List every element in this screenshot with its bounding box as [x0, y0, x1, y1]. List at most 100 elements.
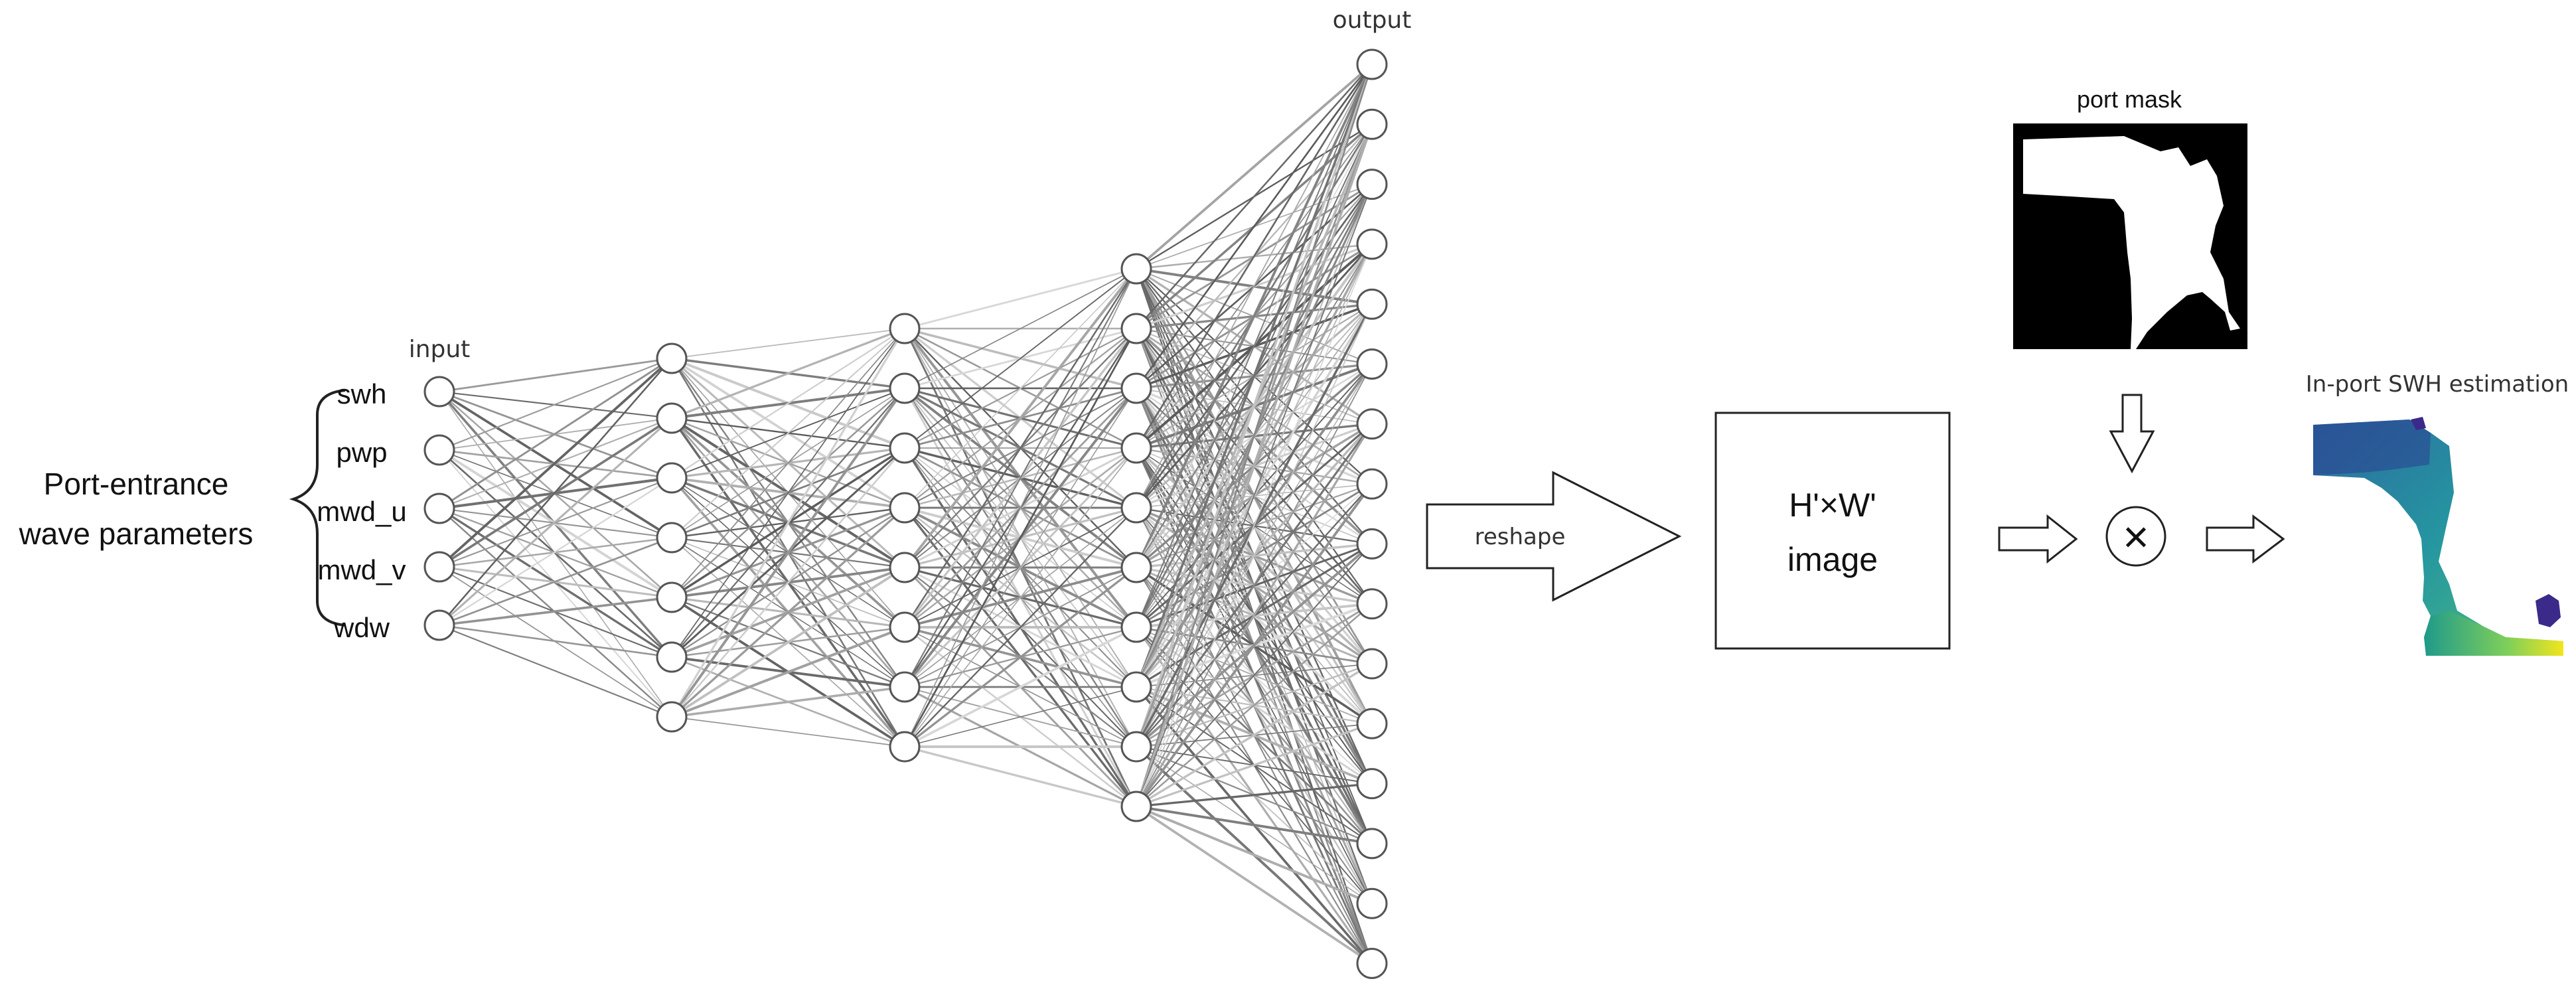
neuron-layer4-0 [1356, 48, 1388, 80]
edge-l0-4-3 [439, 536, 672, 627]
neuron-layer3-8 [1120, 731, 1152, 763]
edge-l3-6-0 [1136, 64, 1373, 628]
neuron-layer3-5 [1120, 552, 1152, 583]
edge-l3-3-0 [1135, 64, 1373, 449]
neuron-layer4-5 [1356, 348, 1388, 380]
neuron-layer4-2 [1356, 169, 1388, 200]
neuron-layer1-2 [656, 462, 688, 494]
edge-l1-2-0 [671, 328, 905, 479]
feature-label-mwd-u: mwd_u [317, 496, 406, 527]
edge-l2-3-0 [904, 268, 1137, 508]
arrow-to-multiply [1998, 514, 2078, 564]
edge-l0-1-0 [439, 358, 672, 451]
neuron-layer4-3 [1356, 228, 1388, 260]
neuron-layer0-1 [423, 434, 455, 466]
input-layer-label: input [409, 336, 471, 363]
edge-l3-5-0 [1135, 64, 1373, 568]
image-box-line1: H'×W' [1789, 487, 1876, 524]
neuron-layer2-0 [889, 313, 921, 344]
neuron-layer2-1 [889, 372, 921, 404]
edge-l3-9-5 [1136, 364, 1373, 807]
edge-l3-9-1 [1135, 123, 1373, 807]
neuron-layer3-6 [1120, 611, 1152, 643]
neuron-layer4-4 [1356, 288, 1388, 320]
multiply-symbol: × [2123, 512, 2149, 562]
neuron-layer1-6 [656, 701, 688, 733]
neuron-layer0-3 [423, 551, 455, 583]
edge-l0-4-1 [438, 417, 673, 627]
edge-l3-9-7 [1135, 483, 1373, 808]
feature-label-swh: swh [337, 378, 387, 410]
port-mask-label: port mask [2077, 86, 2182, 113]
edge-l3-9-3 [1136, 244, 1373, 807]
neuron-layer2-2 [889, 432, 921, 464]
neuron-layer4-1 [1356, 108, 1388, 140]
edge-l3-9-15 [1135, 805, 1373, 965]
edge-l2-7-1 [903, 328, 1138, 747]
neuron-layer2-6 [889, 671, 921, 703]
neuron-layer4-6 [1356, 408, 1388, 440]
feature-label-pwp: pwp [336, 437, 387, 468]
neuron-layer3-1 [1120, 313, 1152, 344]
neuron-layer4-9 [1356, 588, 1388, 620]
result-label: In-port SWH estimation [2306, 371, 2569, 398]
neuron-layer2-3 [889, 492, 921, 524]
edge-l2-7-5 [904, 566, 1137, 748]
image-box-line2: image [1787, 541, 1878, 578]
image-box [1714, 412, 1951, 650]
edge-l1-6-4 [670, 566, 906, 718]
neuron-layer4-8 [1356, 528, 1388, 560]
edge-l0-4-4 [439, 596, 672, 627]
edge-l3-8-0 [1135, 64, 1373, 747]
edge-l1-4-0 [671, 328, 905, 598]
neuron-layer1-4 [656, 581, 688, 613]
feature-label-mwd-v: mwd_v [317, 554, 406, 585]
edge-l3-9-8 [1136, 543, 1373, 807]
edge-l3-9-0 [1135, 64, 1373, 807]
edge-l1-6-1 [670, 387, 906, 718]
neuron-layer0-0 [423, 376, 455, 408]
edge-l2-7-3 [904, 447, 1137, 747]
neuron-layer3-2 [1120, 372, 1152, 404]
neuron-layer0-4 [423, 609, 455, 641]
edge-l3-0-0 [1135, 63, 1373, 270]
edge-l0-0-2 [439, 390, 672, 479]
edge-l3-9-13 [1136, 805, 1373, 845]
edge-l3-1-0 [1136, 64, 1373, 329]
edge-l2-1-0 [904, 268, 1137, 389]
neuron-layer4-15 [1356, 948, 1388, 979]
input-feature-labels: swh pwp mwd_u mwd_v wdw [317, 378, 406, 643]
neuron-layer1-0 [656, 342, 688, 374]
neuron-layer1-1 [656, 402, 688, 434]
edge-l1-6-7 [671, 716, 905, 747]
neuron-layer3-4 [1120, 492, 1152, 524]
neuron-layer3-3 [1120, 432, 1152, 464]
network-nodes [423, 48, 1388, 979]
edge-l1-0-0 [671, 328, 905, 359]
edge-l2-7-2 [904, 388, 1137, 747]
edge-l2-0-0 [904, 267, 1137, 330]
edge-l1-6-5 [671, 626, 905, 718]
edge-l1-6-6 [671, 686, 905, 718]
edge-l3-9-4 [1136, 303, 1373, 807]
edge-l3-9-6 [1135, 423, 1373, 807]
edge-l2-5-0 [903, 268, 1138, 628]
neuron-layer1-5 [656, 641, 688, 673]
edge-l3-9-10 [1136, 662, 1373, 808]
in-port-swh-heatmap [2313, 417, 2563, 656]
reshape-label: reshape [1475, 524, 1566, 550]
neuron-layer0-2 [423, 493, 455, 524]
neuron-layer3-9 [1120, 791, 1152, 822]
edge-l3-9-14 [1136, 805, 1373, 905]
multiply-circle [2105, 506, 2166, 567]
edge-l0-4-2 [439, 477, 672, 626]
edge-l0-0-0 [439, 357, 672, 393]
edge-l2-7-7 [904, 686, 1137, 747]
edge-l2-4-0 [903, 267, 1138, 569]
neuron-layer4-10 [1356, 648, 1388, 680]
edge-l1-6-3 [670, 506, 906, 718]
port-mask-image [2013, 123, 2247, 349]
edge-l3-9-12 [1136, 782, 1373, 808]
neuron-layer3-7 [1120, 671, 1152, 703]
edge-l3-2-0 [1135, 64, 1373, 389]
